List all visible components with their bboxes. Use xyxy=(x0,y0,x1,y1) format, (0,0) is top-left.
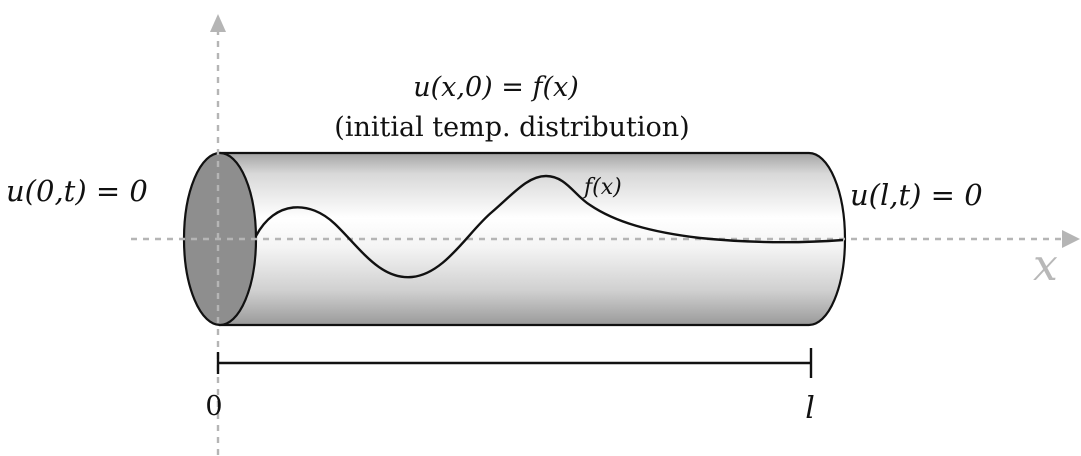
length-end-label: l xyxy=(805,391,815,426)
vertical-axis-arrowhead xyxy=(210,14,226,32)
horizontal-axis-arrowhead xyxy=(1062,230,1080,248)
length-start-label: 0 xyxy=(205,391,222,422)
x-axis-label: x xyxy=(1033,240,1058,291)
right-boundary-condition: u(l,t) = 0 xyxy=(850,178,983,212)
initial-condition-caption: (initial temp. distribution) xyxy=(334,112,689,143)
curve-label: f(x) xyxy=(582,175,622,200)
left-boundary-condition: u(0,t) = 0 xyxy=(6,174,148,208)
initial-temperature-curve xyxy=(254,174,844,279)
initial-condition-equation: u(x,0) = f(x) xyxy=(413,72,579,103)
